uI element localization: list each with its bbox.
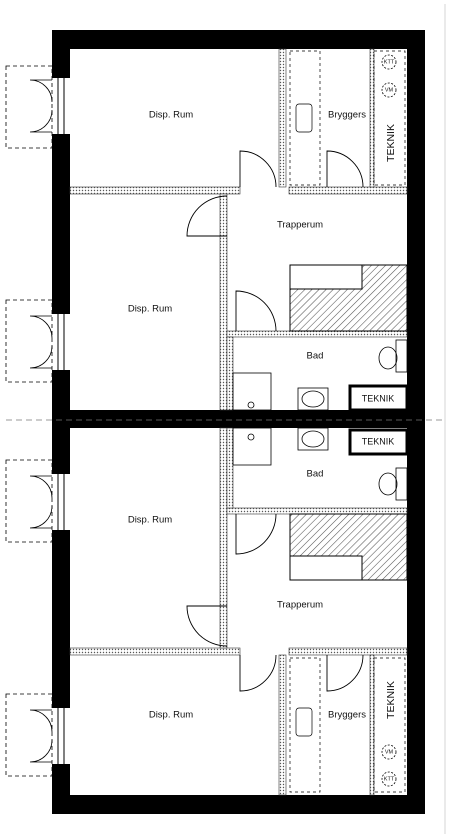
room-label-trapperum-1: Trapperum — [277, 220, 323, 231]
interior-walls — [69, 48, 408, 796]
teknik-boxes — [348, 384, 409, 456]
meter-label-vm-1: VM — [385, 87, 394, 93]
room-label-disp-rum-3: Disp. Rum — [128, 515, 172, 526]
room-label-trapperum-2: Trapperum — [277, 600, 323, 611]
room-label-teknik-2: TEKNIK — [362, 436, 395, 446]
windows — [52, 78, 70, 764]
meter-label-ktt-1: KTT — [384, 59, 395, 65]
room-label-disp-rum-4: Disp. Rum — [149, 710, 193, 721]
meters — [381, 54, 397, 787]
outer-walls — [52, 30, 425, 814]
room-label-disp-rum-1: Disp. Rum — [149, 110, 193, 121]
window-swings — [5, 65, 53, 777]
room-label-teknik-vertical-1: TEKNIK — [385, 124, 397, 162]
meter-label-ktt-2: KTT — [384, 776, 395, 782]
room-label-bad-1: Bad — [307, 351, 324, 362]
bryggers-fixtures — [289, 50, 406, 793]
room-label-teknik-vertical-2: TEKNIK — [385, 681, 397, 719]
room-label-disp-rum-2: Disp. Rum — [128, 304, 172, 315]
meter-label-vm-2: VM — [385, 749, 394, 755]
bath-fixtures — [232, 339, 408, 501]
doors — [186, 150, 364, 692]
room-label-bad-2: Bad — [307, 469, 324, 480]
room-label-bryggers-1: Bryggers — [328, 110, 366, 121]
room-label-teknik-1: TEKNIK — [362, 393, 395, 403]
stair-blocks — [289, 264, 408, 581]
room-label-bryggers-2: Bryggers — [328, 710, 366, 721]
